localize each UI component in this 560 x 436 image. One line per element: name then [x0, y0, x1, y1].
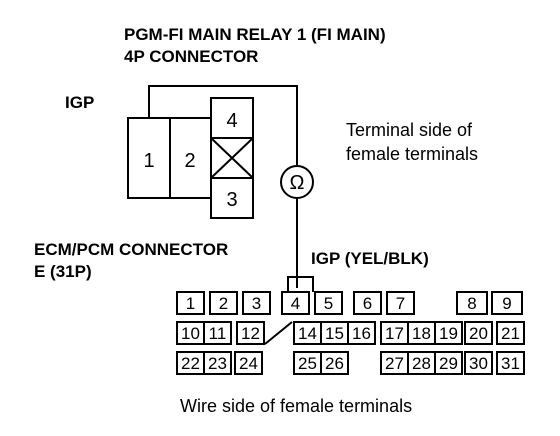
connector-lock-tab	[287, 276, 314, 292]
ecm-title-line1: ECM/PCM CONNECTOR	[34, 240, 228, 259]
ecm-pin-16: 16	[352, 324, 371, 343]
ecm-pin-cell-6	[353, 291, 382, 315]
ecm-pin-11: 11	[209, 324, 227, 343]
absent-pin-13-mark	[264, 321, 293, 345]
ecm-pin-cell-19	[434, 321, 463, 345]
ecm-pin-22: 22	[181, 354, 200, 373]
probe-wires	[148, 85, 298, 288]
ecm-pin-cell-12	[236, 321, 265, 345]
relay-pin-1: 1	[143, 150, 154, 172]
relay-pin-4: 4	[226, 110, 237, 132]
ecm-pin-cell-26	[320, 351, 349, 375]
ecm-pin-18: 18	[412, 324, 431, 343]
ecm-pin-3: 3	[252, 294, 261, 313]
ecm-pin-cell-24	[234, 351, 263, 375]
ecm-pin-7: 7	[396, 294, 405, 313]
ecm-pin-cell-9	[491, 291, 523, 315]
igp-wire-label: IGP (YEL/BLK)	[311, 249, 429, 268]
ecm-pin-21: 21	[501, 324, 520, 343]
ecm-pin-1: 1	[186, 294, 195, 313]
relay-pin-2: 2	[184, 150, 195, 172]
ohmmeter-icon: Ω	[280, 165, 314, 199]
terminal-side-note-line2: female terminals	[346, 144, 478, 164]
ecm-pin-cell-16	[347, 321, 376, 345]
ecm-pin-cell-30	[464, 351, 493, 375]
ecm-pin-2: 2	[219, 294, 228, 313]
ecm-pin-30: 30	[469, 354, 488, 373]
ecm-pin-cell-2	[209, 291, 238, 315]
ohm-symbol: Ω	[290, 172, 305, 194]
igp-label: IGP	[65, 93, 94, 112]
ecm-pin-cell-31	[496, 351, 525, 375]
ecm-pin-cell-29	[434, 351, 463, 375]
relay-title-line1: PGM-FI MAIN RELAY 1 (FI MAIN)	[124, 25, 386, 44]
ecm-pin-8: 8	[467, 294, 476, 313]
ecm-pin-15: 15	[325, 324, 344, 343]
ecm-pin-cell-7	[386, 291, 415, 315]
ecm-pin-cell-4	[281, 291, 310, 315]
ecm-pin-12: 12	[241, 324, 260, 343]
ecm-pin-cell-3	[242, 291, 271, 315]
ecm-pin-cell-20	[464, 321, 493, 345]
ecm-title-line2: E (31P)	[34, 262, 92, 281]
terminal-side-note-line1: Terminal side of	[346, 120, 473, 140]
ecm-pin-14: 14	[298, 324, 317, 343]
ecm-pin-17: 17	[385, 324, 404, 343]
ecm-pin-19: 19	[439, 324, 458, 343]
ecm-pin-29: 29	[439, 354, 458, 373]
ecm-pin-cell-5	[314, 291, 343, 315]
ecm-pin-9: 9	[502, 294, 511, 313]
ecm-pin-10: 10	[181, 324, 200, 343]
relay-title-line2: 4P CONNECTOR	[124, 47, 258, 66]
ecm-pin-20: 20	[469, 324, 488, 343]
ecm-pin-27: 27	[385, 354, 404, 373]
ecm-pin-5: 5	[324, 294, 333, 313]
relay-4p-connector: 1 2 4 3	[127, 97, 254, 219]
ecm-pin-cell-8	[456, 291, 488, 315]
ecm-pin-6: 6	[363, 294, 372, 313]
relay-pin-3: 3	[226, 189, 237, 211]
ecm-pin-cell-11	[203, 321, 232, 345]
ecm-pin-23: 23	[208, 354, 227, 373]
ecm-pin-24: 24	[239, 354, 258, 373]
ecm-pin-cell-1	[176, 291, 205, 315]
ecm-pin-cell-23	[203, 351, 232, 375]
wire-side-note: Wire side of female terminals	[180, 396, 412, 416]
ecm-pin-4: 4	[291, 294, 300, 313]
ecm-pin-26: 26	[325, 354, 344, 373]
ecm-pin-25: 25	[298, 354, 317, 373]
ecm-pin-31: 31	[501, 354, 520, 373]
ecm-pin-28: 28	[412, 354, 431, 373]
ecm-pin-cell-21	[496, 321, 525, 345]
